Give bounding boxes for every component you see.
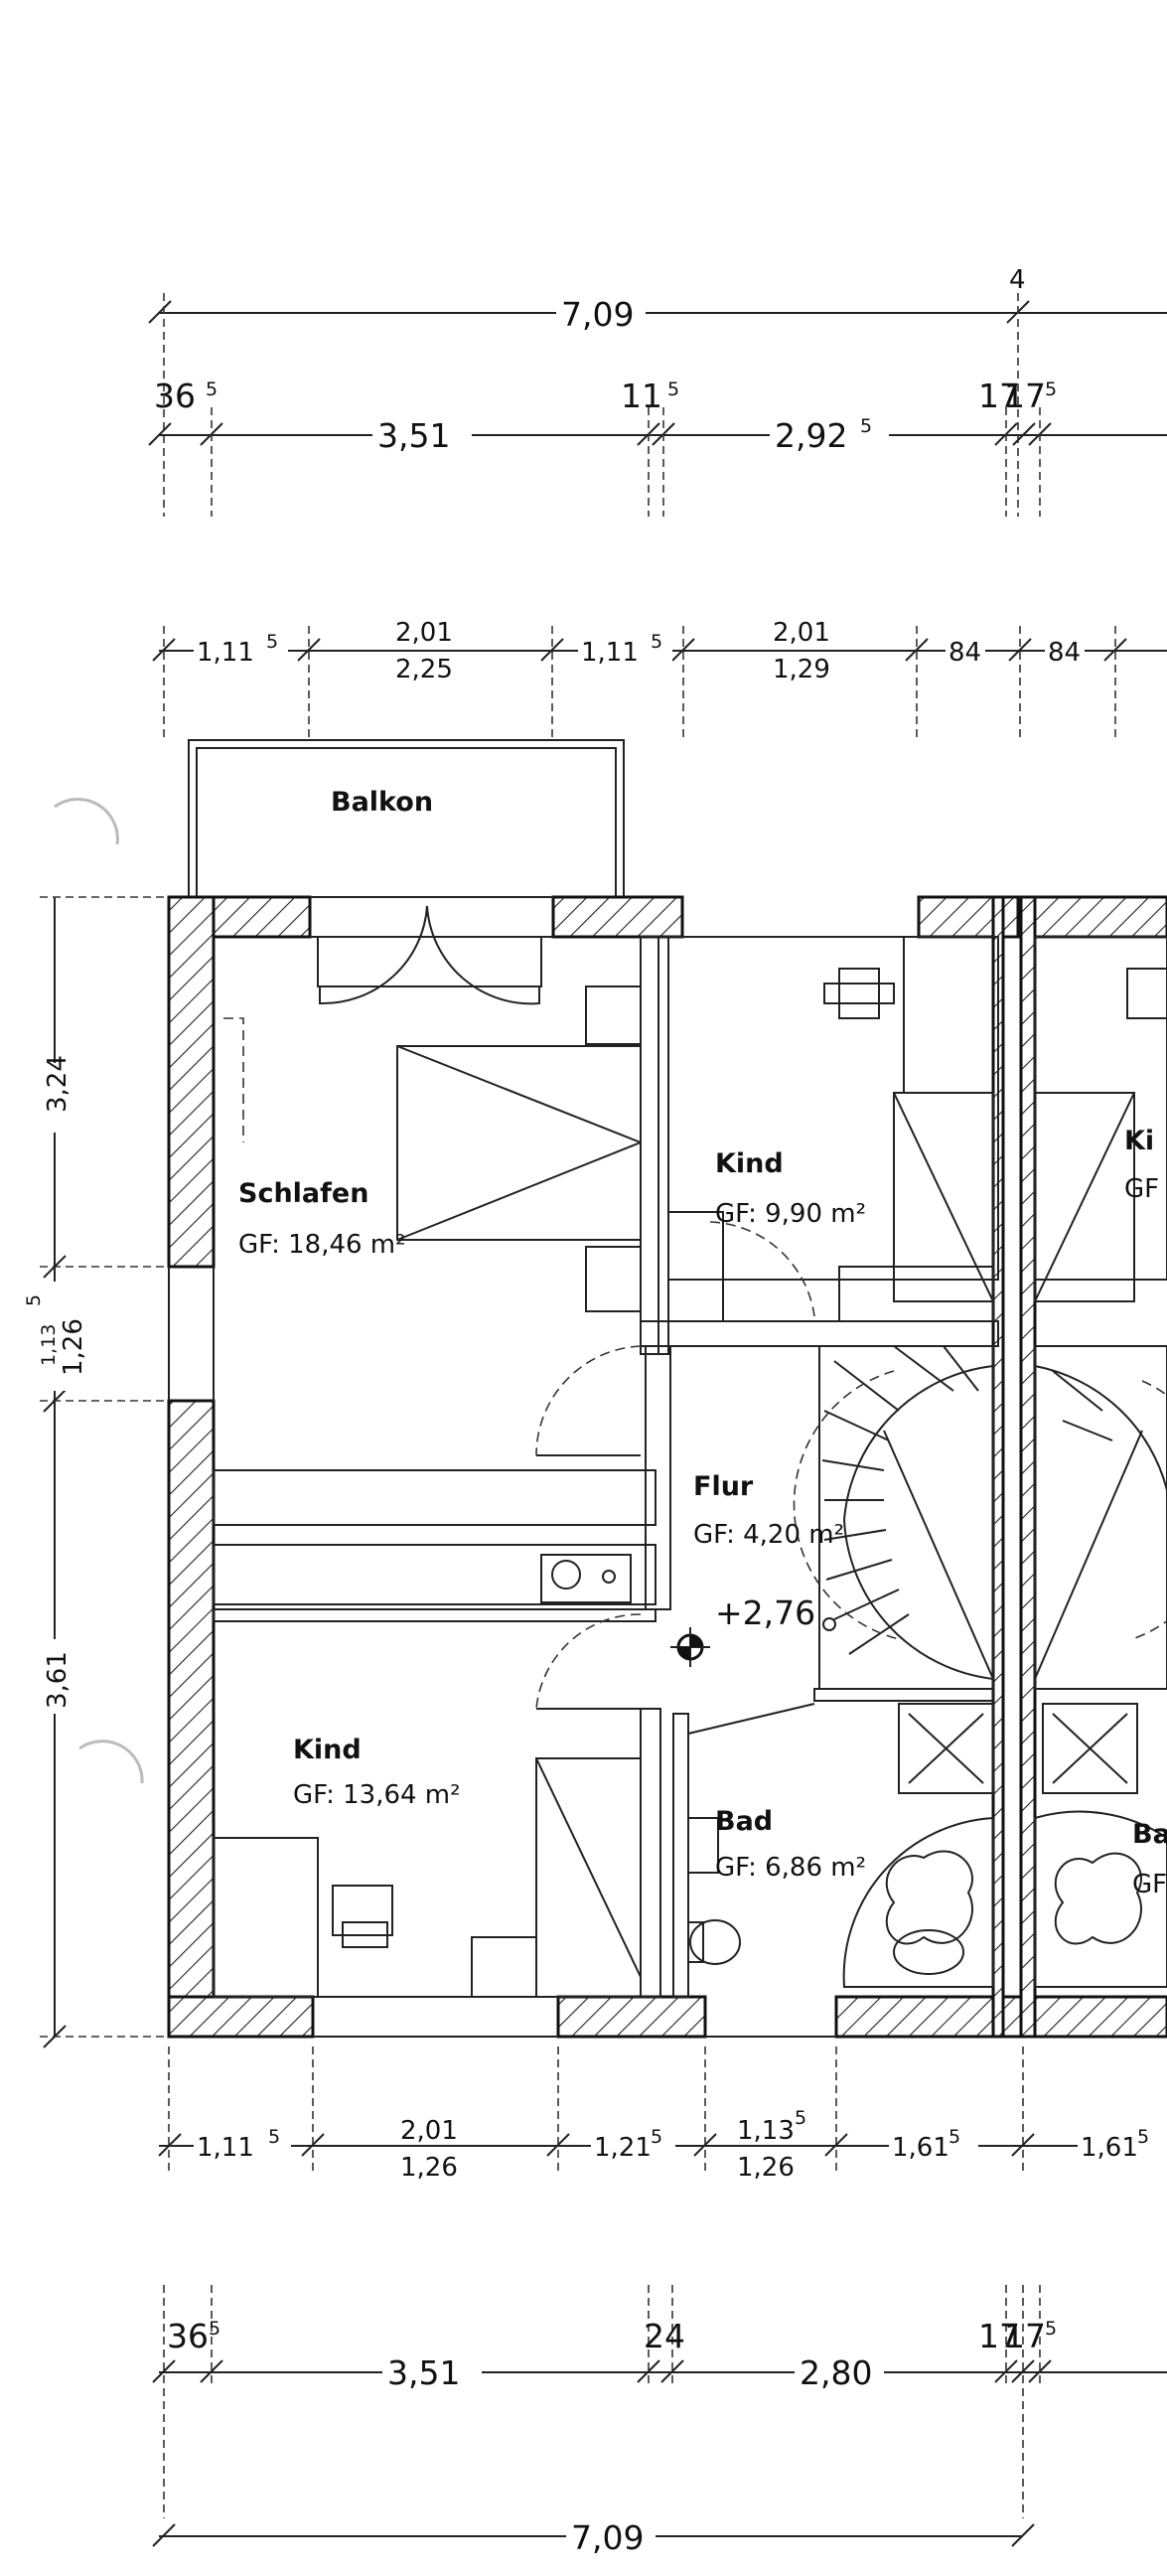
room-kind-top: Kind GF: 9,90 m² — [667, 936, 999, 1322]
room-kind-bottom: Kind GF: 13,64 m² — [213, 1554, 642, 1998]
dim-label: 17 — [978, 377, 1020, 415]
room-area: GF: 18,46 m² — [238, 1230, 406, 1260]
dim-sup: 5 — [268, 2126, 280, 2148]
dim-sup: 5 — [860, 415, 872, 437]
dim-label: 4 — [1009, 265, 1026, 295]
dim-label: 17 — [1004, 2317, 1046, 2355]
room-name: Flur — [693, 1471, 754, 1502]
dim-bottom-row: 1,11 5 2,01 1,26 1,21 5 1,13 5 1,26 1,61… — [158, 2046, 1167, 2183]
dim-sup: 5 — [1045, 379, 1057, 400]
dim-label: 36 — [167, 2317, 209, 2355]
dim-label: 2,25 — [395, 655, 453, 684]
dim-label: 17 — [978, 2317, 1020, 2355]
dim-sup: 5 — [667, 379, 679, 400]
dim-label: 3,61 — [43, 1651, 73, 1709]
dim-label: 7,09 — [561, 295, 634, 334]
room-name: Bad — [715, 1806, 773, 1837]
dim-label: 17 — [1004, 377, 1046, 415]
dim-sup: 5 — [206, 379, 218, 400]
dim-label: 1,26 — [59, 1318, 88, 1376]
dim-label: 1,26 — [400, 2153, 458, 2183]
dim-label: 2,92 — [775, 416, 847, 455]
dim-label: 1,61 — [1081, 2133, 1138, 2163]
dim-sup: 5 — [651, 631, 662, 653]
dim-sup: 5 — [266, 631, 278, 653]
dim-sup: 5 — [948, 2126, 960, 2148]
dim-sup: 5 — [651, 2126, 662, 2148]
dim-label: 11 — [621, 377, 662, 415]
room-name: Balkon — [331, 787, 433, 818]
room-name: Kind — [715, 1148, 784, 1179]
room-area: GF — [1124, 1174, 1159, 1204]
dim-label: 1,26 — [737, 2153, 795, 2183]
level-mark: +2,76 — [715, 1593, 815, 1632]
room-name: Ki — [1124, 1126, 1154, 1156]
dim-label: 1,11 — [197, 2133, 254, 2163]
staircase — [793, 1345, 994, 1690]
dim-top-row: 36 5 3,51 11 5 2,92 5 17 17 5 — [148, 377, 1167, 517]
dim-sup: 5 — [795, 2107, 806, 2129]
dim-label: 2,01 — [395, 618, 453, 648]
dim-label: 36 — [154, 377, 196, 415]
dim-label: 84 — [948, 638, 981, 668]
dim-label: 1,11 — [581, 638, 639, 668]
punch-holes — [54, 797, 144, 1784]
dim-label: 1,61 — [892, 2133, 949, 2163]
dim-label: 3,51 — [387, 2353, 460, 2392]
dim-sup: 5 — [1137, 2126, 1149, 2148]
dim-window-row: 1,11 5 2,01 2,25 1,11 5 2,01 1,29 84 84 — [152, 618, 1167, 740]
dim-label: 24 — [644, 2317, 685, 2355]
dim-bottom-row-2: 36 5 3,51 24 2,80 17 17 5 — [152, 2285, 1167, 2518]
room-name: Schlafen — [238, 1178, 368, 1209]
dim-label: 1,21 — [594, 2133, 652, 2163]
dim-label: 2,01 — [773, 618, 830, 648]
dim-bottom-total: 7,09 — [152, 2516, 1035, 2557]
dim-left: 3,24 1,13 5 1,26 3,61 — [23, 896, 169, 2048]
room-area: GF: 6,86 m² — [715, 1853, 866, 1883]
neighbour-unit: Ki GF Ba GF — [1034, 936, 1167, 1988]
room-area: GF: 9,90 m² — [715, 1199, 866, 1229]
dim-label: 2,01 — [400, 2116, 458, 2146]
dim-label: 1,11 — [197, 638, 254, 668]
dim-label: 3,24 — [43, 1055, 73, 1113]
dim-sup: 5 — [23, 1294, 45, 1306]
room-area: GF — [1132, 1870, 1167, 1899]
room-area: GF: 4,20 m² — [693, 1520, 844, 1550]
dim-sup: 5 — [209, 2318, 220, 2340]
room-area: GF: 13,64 m² — [293, 1780, 461, 1810]
dim-label: 1,13 — [38, 1324, 60, 1366]
level-marker-icon — [670, 1627, 710, 1667]
room-name: Ba — [1132, 1819, 1167, 1850]
dim-top-total: 7,09 4 — [148, 265, 1167, 517]
dim-label: 84 — [1048, 638, 1081, 668]
dim-label: 2,80 — [800, 2353, 872, 2392]
room-flur: Flur GF: 4,20 m² +2,76 — [670, 1471, 844, 1667]
room-name: Kind — [293, 1735, 362, 1765]
outer-walls — [167, 895, 1167, 2039]
balkon: Balkon — [188, 739, 625, 898]
dim-label: 1,29 — [773, 655, 830, 684]
dim-sup: 5 — [1045, 2318, 1057, 2340]
dim-label: 7,09 — [571, 2518, 644, 2557]
interior-walls — [213, 936, 999, 1998]
dim-label: 3,51 — [377, 416, 450, 455]
dim-label: 1,13 — [737, 2116, 795, 2146]
room-schlafen: Schlafen GF: 18,46 m² — [223, 905, 642, 1456]
room-bad: Bad GF: 6,86 m² — [687, 1703, 994, 1988]
